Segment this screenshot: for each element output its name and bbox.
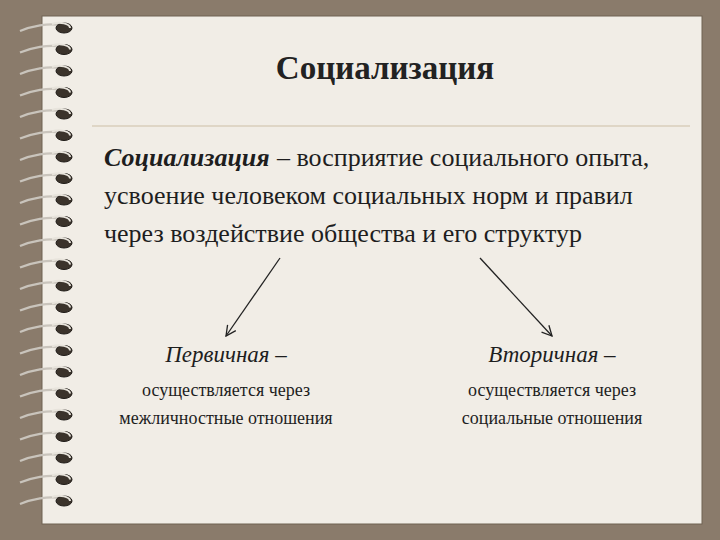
ring-loop	[52, 281, 70, 286]
ring-loop	[52, 302, 70, 307]
ring-loop	[52, 173, 70, 178]
ring-wire	[20, 153, 60, 160]
spiral-ring	[20, 453, 72, 463]
ring-loop	[52, 109, 70, 114]
spiral-ring	[20, 109, 72, 119]
ring-wire	[20, 239, 60, 246]
ring-loop	[52, 431, 70, 436]
spiral-ring	[20, 324, 72, 334]
ring-wire	[20, 175, 60, 182]
description: осуществляется через межличностные отнош…	[101, 376, 351, 432]
ring-wire	[20, 304, 60, 311]
spiral-ring	[20, 281, 72, 291]
ring-loop	[52, 66, 70, 71]
ring-wire	[20, 110, 60, 117]
spiral-ring	[20, 130, 72, 140]
spiral-ring	[20, 431, 72, 441]
term: Первичная –	[101, 340, 351, 370]
ring-wire	[20, 67, 60, 74]
spiral-binding	[20, 23, 72, 506]
ring-loop	[52, 496, 70, 501]
spiral-ring	[20, 388, 72, 398]
ring-loop	[52, 216, 70, 221]
ring-loop	[52, 23, 70, 28]
spiral-ring	[20, 23, 72, 33]
ring-wire	[20, 411, 60, 418]
ring-wire	[20, 282, 60, 289]
ring-loop	[52, 87, 70, 92]
ring-loop	[52, 44, 70, 49]
term: Социализация	[104, 143, 270, 172]
ring-wire	[20, 218, 60, 225]
ring-wire	[20, 46, 60, 53]
ring-wire	[20, 325, 60, 332]
ring-wire	[20, 433, 60, 440]
spiral-ring	[20, 259, 72, 269]
ring-wire	[20, 132, 60, 139]
spiral-ring	[20, 173, 72, 183]
spiral-ring	[20, 87, 72, 97]
ring-loop	[52, 388, 70, 393]
ring-wire	[20, 454, 60, 461]
ring-wire	[20, 497, 60, 504]
ring-loop	[52, 324, 70, 329]
description: осуществляется через социальные отношени…	[427, 376, 677, 432]
arrow-connector	[480, 258, 552, 336]
category-block: Вторичная – осуществляется через социальн…	[423, 338, 681, 434]
spiral-ring	[20, 195, 72, 205]
spiral-ring	[20, 410, 72, 420]
ring-wire	[20, 196, 60, 203]
spiral-ring	[20, 216, 72, 226]
term: Вторичная –	[427, 340, 677, 370]
category-block: Первичная – осуществляется через межлично…	[97, 338, 355, 434]
ring-loop	[52, 130, 70, 135]
spiral-ring	[20, 302, 72, 312]
ring-loop	[52, 474, 70, 479]
ring-wire	[20, 24, 60, 31]
page	[42, 16, 702, 524]
title-rule	[92, 125, 690, 126]
ring-loop	[52, 195, 70, 200]
ring-loop	[52, 152, 70, 157]
ring-loop	[52, 410, 70, 415]
arrow-connector	[226, 258, 280, 336]
spiral-ring	[20, 496, 72, 506]
ring-wire	[20, 476, 60, 483]
ring-wire	[20, 261, 60, 268]
ring-loop	[52, 367, 70, 372]
ring-loop	[52, 453, 70, 458]
spiral-ring	[20, 44, 72, 54]
slide-title: Социализация	[100, 50, 670, 87]
spiral-ring	[20, 152, 72, 162]
ring-wire	[20, 368, 60, 375]
spiral-ring	[20, 474, 72, 484]
ring-wire	[20, 347, 60, 354]
ring-wire	[20, 89, 60, 96]
ring-loop	[52, 238, 70, 243]
ring-loop	[52, 259, 70, 264]
ring-wire	[20, 390, 60, 397]
spiral-ring	[20, 66, 72, 76]
ring-loop	[52, 345, 70, 350]
spiral-ring	[20, 345, 72, 355]
spiral-ring	[20, 238, 72, 248]
spiral-ring	[20, 367, 72, 377]
definition-block: Социализация– восприятие социального опы…	[100, 138, 698, 256]
